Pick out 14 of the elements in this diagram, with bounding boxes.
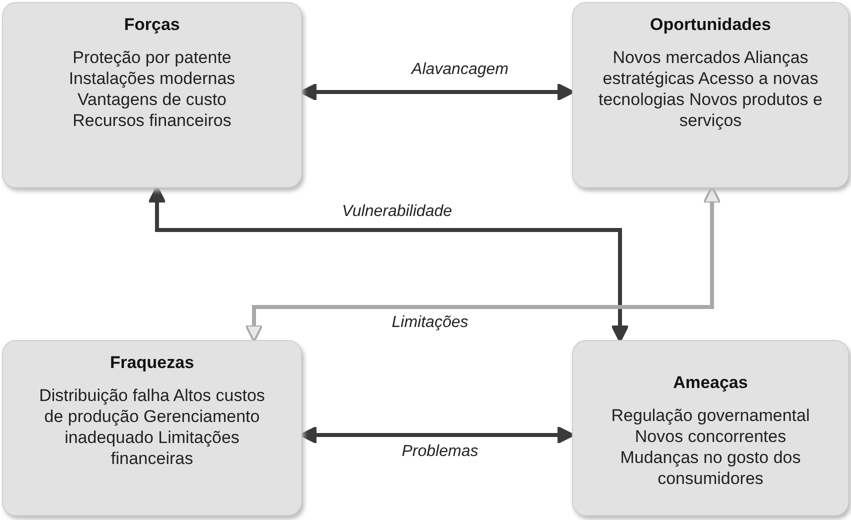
swot-box <box>572 2 849 188</box>
box-text: Regulação governamental Novos concorrentes Mudanças no gosto dos consumidores <box>610 405 810 489</box>
box-heading: Oportunidades <box>650 15 771 35</box>
box-heading: Ameaças <box>673 373 748 393</box>
box-text: Distribuição falha Altos custos de produção Gerenciamento inadequado Limitações financeiras <box>38 385 266 469</box>
box-text: Proteção por patente Instalações modernas Vantagens de custo Recursos financeiros <box>68 47 236 131</box>
box-text: Novos mercados Alianças estratégicas Acesso a novas tecnologias Novos produtos e serviços <box>598 47 824 131</box>
connector-arrow <box>148 185 629 343</box>
swot-box <box>572 340 849 516</box>
swot-box <box>2 2 302 188</box>
connector-arrow <box>245 185 721 343</box>
box-heading: Fraquezas <box>110 353 194 373</box>
swot-box <box>2 340 302 516</box>
box-heading: Forças <box>124 15 180 35</box>
